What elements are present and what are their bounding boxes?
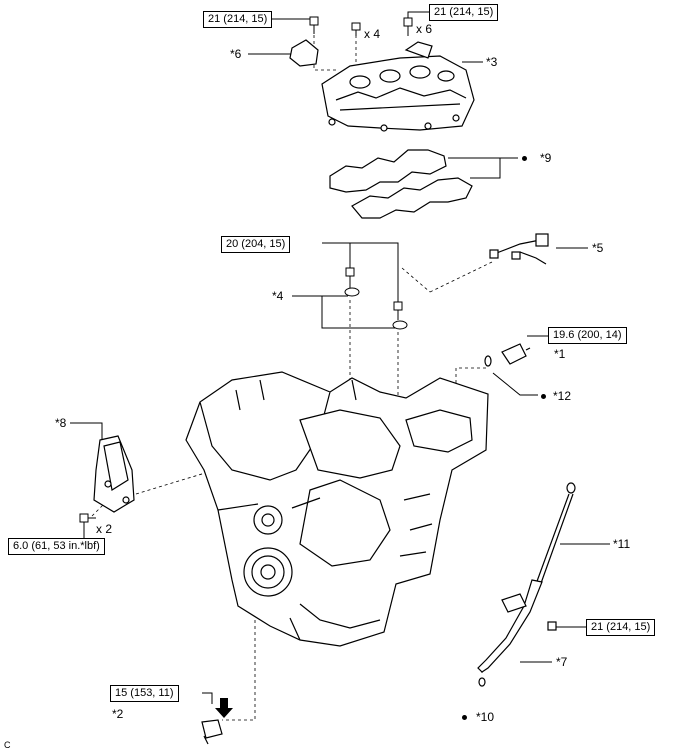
bolts-top — [309, 16, 413, 36]
temp-sensor — [484, 343, 531, 367]
leader-p9 — [448, 157, 518, 179]
leader-t7 — [202, 692, 213, 704]
manifold-bracket — [289, 39, 319, 67]
quantity-x4: x 4 — [364, 27, 381, 41]
leader-p8 — [70, 422, 103, 440]
leader-p12 — [492, 372, 538, 396]
quantity-x2: x 2 — [96, 522, 113, 536]
torque-dipstick-guide: 21 (214, 15) — [586, 619, 656, 636]
manifold-gaskets — [329, 149, 473, 219]
torque-temp-sensor: 19.6 (200, 14) — [548, 327, 627, 344]
down-arrow-icon — [215, 698, 233, 718]
torque-manifold-bolts: 21 (214, 15) — [429, 4, 499, 21]
part-label-10: *10 — [476, 710, 495, 724]
non-reusable-dot-12 — [541, 394, 546, 399]
part-label-8: *8 — [55, 416, 67, 430]
part-label-6: *6 — [230, 47, 242, 61]
knock-sensor — [201, 719, 223, 745]
part-label-3: *3 — [486, 55, 498, 69]
part-label-12: *12 — [553, 389, 572, 403]
part-label-9: *9 — [540, 151, 552, 165]
sensor-harness — [489, 233, 549, 265]
leader-t3 — [322, 242, 399, 302]
part-label-7: *7 — [556, 655, 568, 669]
part-label-11: *11 — [613, 537, 631, 551]
part-label-4: *4 — [272, 289, 284, 303]
quantity-x6: x 6 — [416, 22, 433, 36]
leader-t2 — [407, 11, 429, 18]
part-label-2: *2 — [112, 707, 124, 721]
torque-bolts-4: 20 (204, 15) — [221, 236, 291, 253]
bolt-x2 — [79, 513, 96, 523]
part-label-5: *5 — [592, 241, 604, 255]
bolts-4 — [344, 267, 408, 330]
dipstick-guide — [477, 579, 557, 687]
part-label-1: *1 — [554, 347, 566, 361]
side-bracket — [93, 435, 135, 513]
torque-manifold-bracket: 21 (214, 15) — [203, 11, 273, 28]
intake-manifold — [321, 41, 475, 132]
corner-code: C — [4, 740, 11, 750]
dipstick — [535, 482, 576, 587]
torque-bracket-bolts: 6.0 (61, 53 in.*lbf) — [8, 538, 105, 555]
non-reusable-dot-10 — [462, 715, 467, 720]
non-reusable-dot-9 — [522, 156, 527, 161]
torque-knock-sensor: 15 (153, 11) — [110, 685, 179, 702]
engine-block — [185, 371, 489, 647]
leader-p4 — [292, 295, 398, 329]
